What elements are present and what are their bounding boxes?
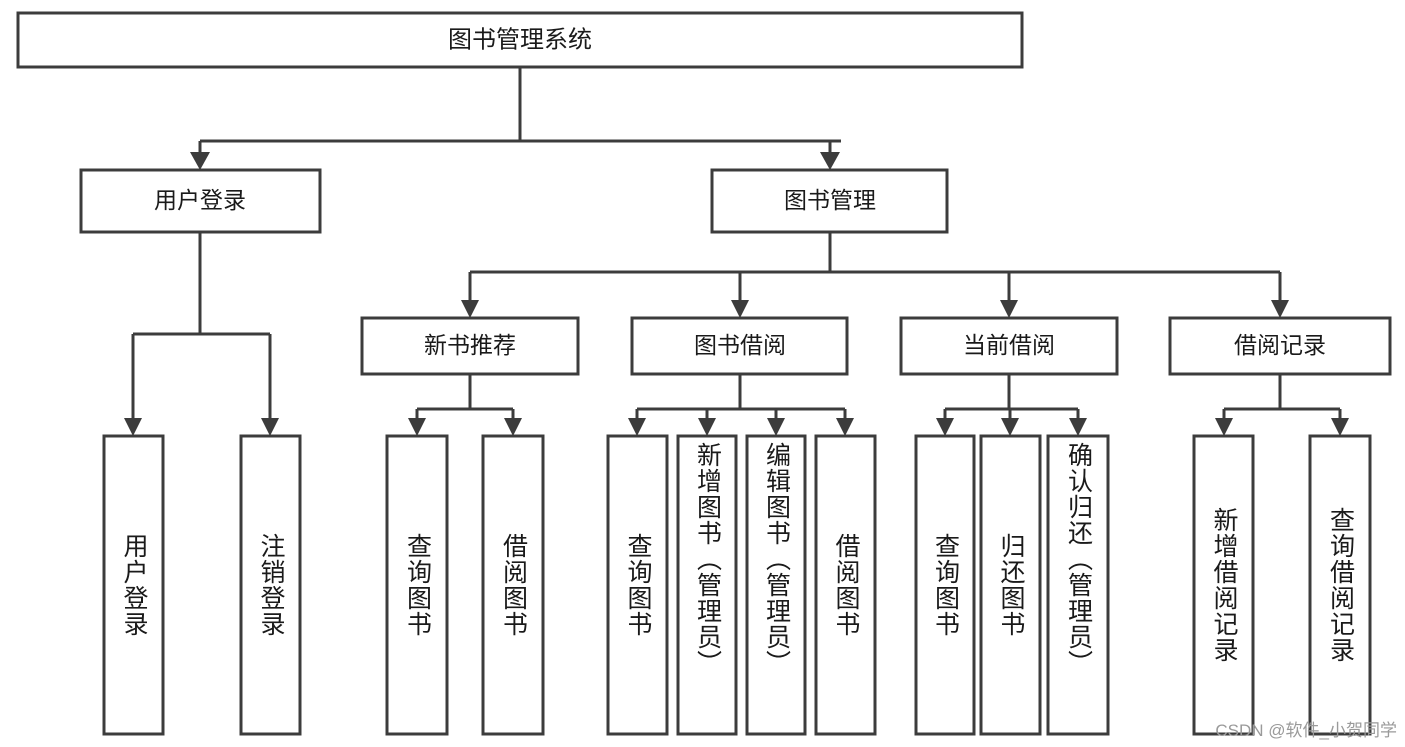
node-root-label: 图书管理系统 — [448, 26, 592, 53]
csdn-watermark: CSDN @软件_小贺同学 — [1215, 721, 1397, 740]
node-leaf-add-book-admin-box[interactable] — [676, 434, 738, 736]
node-book-management-label: 图书管理 — [784, 187, 876, 213]
node-leaf-query-book-current-box[interactable] — [914, 434, 976, 736]
arrowhead-borrow-records — [1271, 300, 1289, 318]
node-root-box[interactable] — [16, 11, 1024, 69]
node-book-management[interactable]: 图书管理 — [710, 168, 949, 234]
node-leaf-edit-book-admin-box[interactable] — [745, 434, 807, 736]
node-book-borrow-label: 图书借阅 — [694, 332, 786, 358]
arrowhead-leaf-confirm-return-admin — [1069, 418, 1087, 436]
node-new-book-recommend-box[interactable] — [360, 316, 580, 376]
node-root[interactable]: 图书管理系统 — [16, 11, 1024, 69]
node-book-borrow[interactable]: 图书借阅 — [630, 316, 849, 376]
node-book-management-box[interactable] — [710, 168, 949, 234]
node-borrow-records-label: 借阅记录 — [1234, 332, 1326, 358]
nodes-group: 图书管理系统 用户登录 图书管理 新书推荐 图书借阅 当前借阅 借阅记录 — [16, 11, 1392, 736]
node-new-book-recommend-label: 新书推荐 — [424, 332, 516, 358]
node-borrow-records[interactable]: 借阅记录 — [1168, 316, 1392, 376]
node-user-login[interactable]: 用户登录 — [79, 168, 322, 234]
arrowhead-book-management — [820, 152, 840, 170]
node-leaf-borrow-book-recommend-box[interactable] — [481, 434, 545, 736]
node-leaf-add-borrow-record-box[interactable] — [1192, 434, 1255, 736]
node-leaf-user-login-box[interactable] — [102, 434, 165, 736]
node-leaf-confirm-return-admin-box[interactable] — [1046, 434, 1110, 736]
node-current-borrow[interactable]: 当前借阅 — [899, 316, 1119, 376]
node-leaf-logout-box[interactable] — [239, 434, 302, 736]
arrowhead-leaf-logout — [261, 418, 279, 436]
node-book-borrow-box[interactable] — [630, 316, 849, 376]
node-user-login-label: 用户登录 — [154, 187, 246, 213]
node-leaf-return-book-box[interactable] — [979, 434, 1042, 736]
arrowhead-leaf-query-book-borrow — [628, 418, 646, 436]
arrowhead-current-borrow — [1000, 300, 1018, 318]
node-leaf-borrow-book-box[interactable] — [814, 434, 877, 736]
node-new-book-recommend[interactable]: 新书推荐 — [360, 316, 580, 376]
arrowhead-leaf-user-login — [124, 418, 142, 436]
node-leaf-query-borrow-record-box[interactable] — [1308, 434, 1372, 736]
arrowhead-leaf-borrow-book-recommend — [504, 418, 522, 436]
node-current-borrow-label: 当前借阅 — [963, 332, 1055, 358]
node-leaf-query-book-recommend-box[interactable] — [385, 434, 449, 736]
node-leaf-query-book-borrow-box[interactable] — [606, 434, 669, 736]
arrowhead-leaf-add-book-admin — [698, 418, 716, 436]
edges-group — [124, 67, 1349, 436]
node-user-login-box[interactable] — [79, 168, 322, 234]
arrowhead-leaf-borrow-book — [836, 418, 854, 436]
arrowhead-leaf-query-book-current — [936, 418, 954, 436]
arrowhead-user-login — [190, 152, 210, 170]
arrowhead-book-borrow — [731, 300, 749, 318]
arrowhead-leaf-query-book-recommend — [408, 418, 426, 436]
node-current-borrow-box[interactable] — [899, 316, 1119, 376]
node-borrow-records-box[interactable] — [1168, 316, 1392, 376]
arrowhead-leaf-add-borrow-record — [1215, 418, 1233, 436]
arrowhead-leaf-return-book — [1001, 418, 1019, 436]
arrowhead-leaf-edit-book-admin — [767, 418, 785, 436]
arrowhead-new-book-recommend — [461, 300, 479, 318]
arrowhead-leaf-query-borrow-record — [1331, 418, 1349, 436]
